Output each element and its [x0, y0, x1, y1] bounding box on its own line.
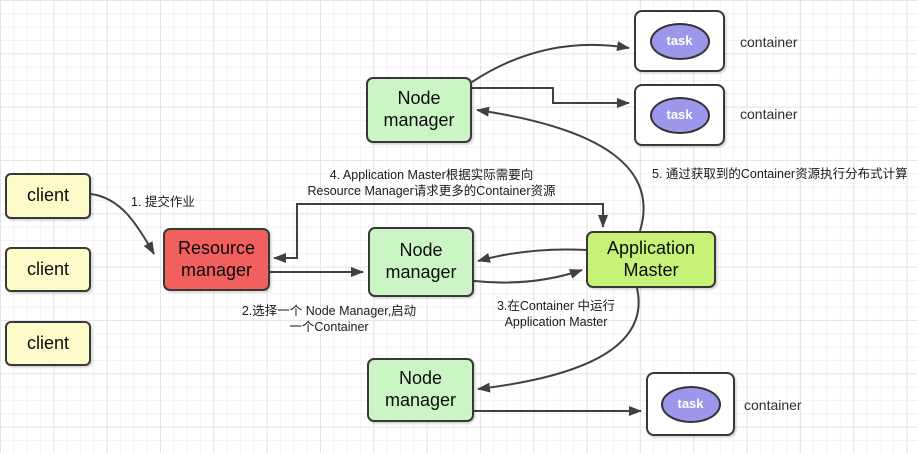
container-box-top-1[interactable]: task — [634, 10, 725, 72]
annotation-step1: 1. 提交作业 — [131, 195, 195, 209]
arrow-nm-top-to-container1[interactable] — [471, 41, 630, 83]
annotation-step5: 5. 通过获取到的Container资源执行分布式计算 — [652, 167, 908, 181]
task-ellipse[interactable]: task — [660, 385, 721, 423]
task-label: task — [666, 33, 693, 49]
client-box-3[interactable]: client — [5, 321, 91, 366]
client-label: client — [26, 332, 70, 353]
container-side-label-1: container — [740, 34, 798, 50]
client-box-2[interactable]: client — [5, 247, 91, 292]
client-label: client — [26, 185, 70, 206]
node-manager-label: Node manager — [383, 88, 455, 130]
arrow-am-to-nm-top[interactable] — [476, 106, 645, 232]
container-box-top-2[interactable]: task — [634, 84, 725, 146]
client-label: client — [26, 258, 70, 279]
node-manager-bottom-box[interactable]: Node manager — [367, 358, 474, 422]
resource-manager-box[interactable]: Resource manager — [163, 228, 270, 291]
node-manager-middle-box[interactable]: Node manager — [368, 227, 474, 297]
arrow-client-to-rm[interactable] — [90, 193, 155, 255]
container-box-bottom[interactable]: task — [646, 372, 735, 436]
arrow-am-to-nm-bottom[interactable] — [477, 287, 640, 393]
node-manager-label: Node manager — [384, 368, 457, 410]
container-side-label-2: container — [740, 106, 798, 122]
application-master-label: Application Master — [606, 237, 696, 280]
arrow-am-to-nm-middle[interactable] — [477, 248, 588, 263]
application-master-box[interactable]: Application Master — [586, 231, 716, 288]
task-label: task — [666, 107, 693, 123]
arrow-nm-top-to-container2[interactable] — [472, 87, 630, 108]
annotation-step2: 2.选择一个 Node Manager,启动 一个Container — [241, 304, 417, 335]
task-ellipse[interactable]: task — [649, 96, 710, 134]
node-manager-top-box[interactable]: Node manager — [366, 77, 472, 143]
annotation-step4: 4. Application Master根据实际需要向 Resource Ma… — [307, 168, 556, 199]
container-side-label-3: container — [744, 397, 802, 413]
task-label: task — [677, 396, 704, 412]
node-manager-label: Node manager — [385, 240, 457, 282]
arrow-rm-to-am-grant[interactable] — [297, 203, 608, 228]
resource-manager-label: Resource manager — [177, 237, 256, 280]
annotation-step3: 3.在Container 中运行 Application Master — [496, 299, 616, 330]
task-ellipse[interactable]: task — [649, 22, 710, 60]
client-box-1[interactable]: client — [5, 173, 91, 219]
arrow-nm-middle-to-am[interactable] — [473, 269, 583, 284]
